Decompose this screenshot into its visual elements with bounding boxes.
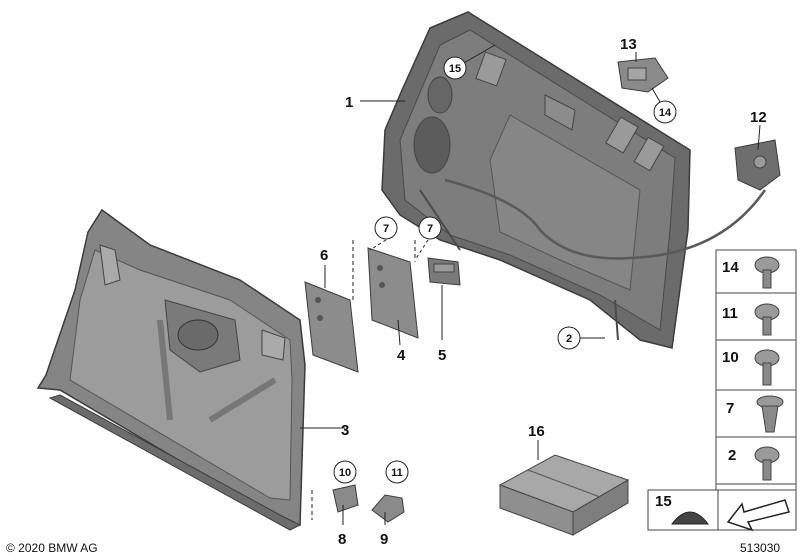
callout-labels: 1 3 4 5 6 8 9 12 13 16 7 7 2 10 11 14 15: [320, 36, 767, 548]
diagram-number: 513030: [740, 541, 781, 555]
clip-5[interactable]: [427, 257, 461, 286]
cap-15-icon: [670, 511, 710, 525]
callout-6: 6: [320, 247, 328, 264]
cap-legend: 15: [647, 489, 797, 532]
callout-11: 11: [391, 467, 403, 479]
callout-5: 5: [438, 347, 446, 364]
clip-7-icon: [756, 395, 784, 433]
leader-lines: [300, 44, 761, 525]
box-16[interactable]: [498, 454, 630, 536]
callout-4: 4: [397, 347, 406, 364]
legend-7: 7: [726, 400, 734, 417]
callout-13: 13: [620, 36, 637, 53]
legend-15: 15: [655, 493, 672, 510]
callout-3: 3: [341, 422, 349, 439]
callout-16: 16: [528, 423, 545, 440]
callout-14: 14: [659, 107, 672, 119]
legend-11: 11: [722, 305, 738, 322]
callout-12: 12: [750, 109, 767, 126]
fastener-legend: 14 11 10 7 2: [715, 249, 797, 531]
release-cable[interactable]: [444, 139, 781, 260]
bracket-4[interactable]: [367, 247, 419, 339]
bracket-9[interactable]: [371, 494, 405, 523]
screw-2-icon: [754, 446, 780, 481]
lower-trim-panel[interactable]: [36, 208, 306, 531]
legend-14: 14: [722, 259, 739, 276]
legend-2: 2: [728, 447, 736, 464]
screw-14-icon: [754, 256, 780, 289]
latch[interactable]: [617, 57, 669, 93]
callout-1: 1: [345, 94, 353, 111]
screw-11-icon: [754, 303, 780, 336]
callout-7-a: 7: [383, 223, 389, 235]
copyright-text: © 2020 BMW AG: [6, 541, 98, 555]
screw-10-icon: [754, 349, 780, 386]
arrow-icon: [726, 499, 790, 532]
callout-9: 9: [380, 531, 388, 548]
callout-8: 8: [338, 531, 346, 548]
callout-15: 15: [449, 63, 461, 75]
bracket-6[interactable]: [304, 281, 359, 373]
legend-10: 10: [722, 349, 739, 366]
callout-10: 10: [339, 467, 351, 479]
callout-2: 2: [566, 333, 572, 345]
backrest-panel[interactable]: [381, 11, 691, 349]
callout-7-b: 7: [427, 223, 433, 235]
bracket-8[interactable]: [332, 484, 359, 513]
